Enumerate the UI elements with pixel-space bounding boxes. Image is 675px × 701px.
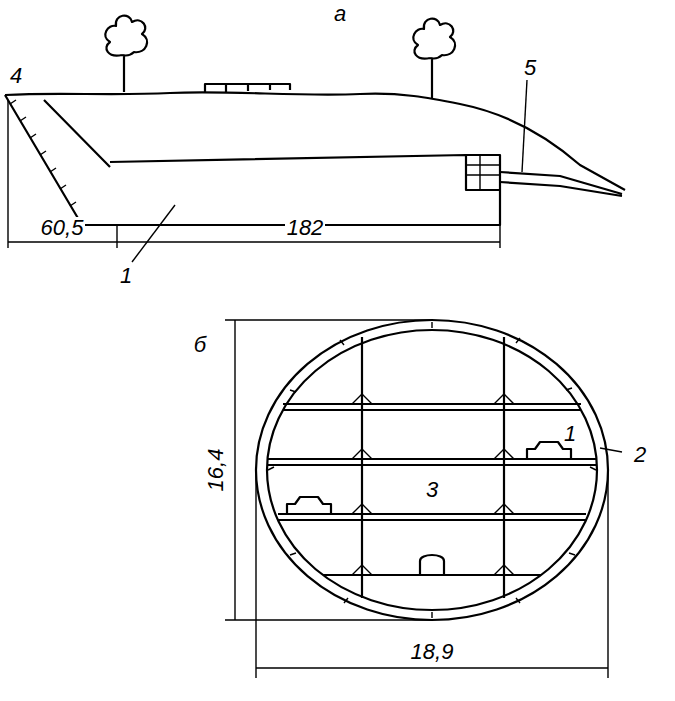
approach-ramp [5, 95, 110, 225]
dimension-label: 60,5 [39, 217, 86, 239]
column [362, 337, 504, 598]
tunnel-lining [267, 330, 597, 610]
callout-number: 5 [524, 57, 536, 79]
callout-number: 3 [426, 479, 438, 501]
dimension-label: 16,4 [205, 447, 227, 494]
dimension-line [256, 470, 608, 678]
leader-line [600, 448, 622, 452]
portal [466, 155, 500, 190]
view-label: б [194, 334, 206, 356]
haunch [352, 394, 514, 575]
tunnel-lining [256, 320, 608, 620]
tree [105, 16, 147, 92]
tunnel-body [82, 155, 500, 225]
tree [413, 19, 455, 98]
view-label: а [334, 3, 346, 25]
dimension-line [8, 100, 500, 248]
dimension-label: 182 [285, 217, 326, 239]
hatching [10, 100, 76, 206]
callout-number: 1 [564, 423, 576, 445]
dimension-label: 18,9 [411, 641, 454, 663]
car [287, 497, 331, 514]
hatching [268, 322, 596, 618]
slab [267, 404, 597, 575]
callout-number: 1 [120, 265, 132, 287]
leader-line [522, 80, 527, 172]
exit-ramp [500, 172, 622, 196]
callout-number: 2 [634, 444, 646, 466]
ground-line [5, 92, 625, 190]
building [205, 84, 290, 92]
car [420, 555, 444, 575]
leader-line [132, 205, 175, 262]
callout-number: 4 [10, 65, 22, 87]
